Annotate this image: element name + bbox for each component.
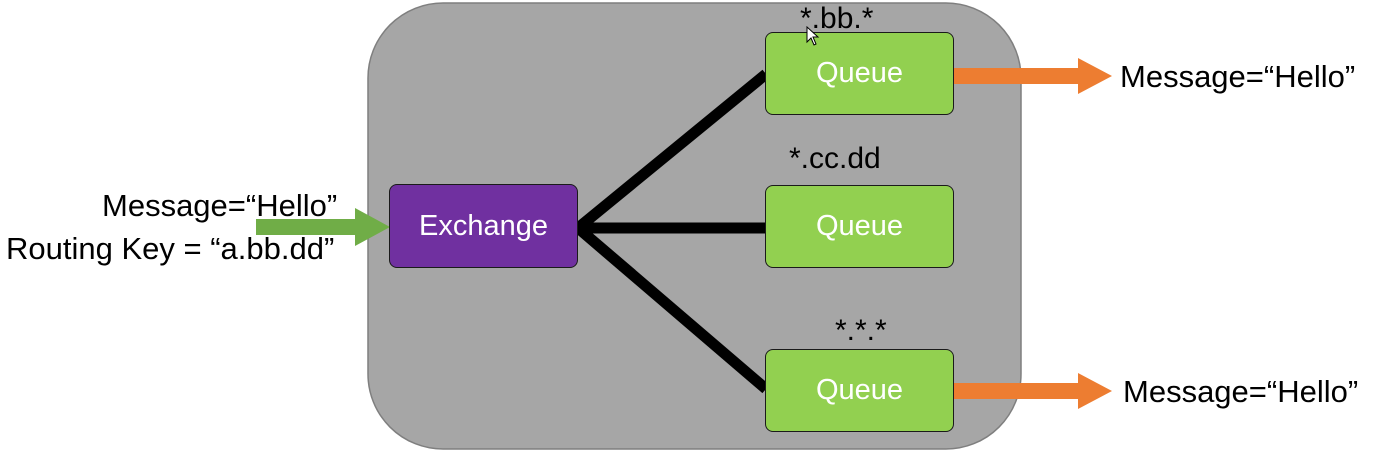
output-message-bottom: Message=“Hello” bbox=[1123, 374, 1359, 409]
output-message-top: Message=“Hello” bbox=[1120, 59, 1356, 94]
input-arrow bbox=[256, 208, 390, 246]
queue-box-bottom: Queue bbox=[765, 349, 954, 432]
exchange-label: Exchange bbox=[419, 209, 548, 242]
binding-lines bbox=[574, 69, 770, 394]
queue-label-top: Queue bbox=[815, 57, 904, 89]
queue-label-middle: Queue bbox=[815, 210, 904, 242]
exchange-box: Exchange bbox=[389, 184, 578, 268]
output-arrow-bottom bbox=[953, 373, 1112, 409]
input-message: Message=“Hello” bbox=[102, 188, 338, 223]
binding-key-top: *.bb.* bbox=[800, 2, 874, 35]
mouse-pointer-icon bbox=[806, 26, 820, 46]
binding-line-bottom bbox=[574, 223, 770, 394]
input-routing-key: Routing Key = “a.bb.dd” bbox=[6, 231, 335, 266]
queue-box-middle: Queue bbox=[765, 185, 954, 268]
queue-box-top: Queue bbox=[765, 32, 954, 115]
binding-key-bottom: *.*.* bbox=[835, 314, 887, 347]
binding-line-top bbox=[574, 69, 770, 233]
binding-key-middle: *.cc.dd bbox=[789, 142, 881, 175]
output-arrow-top bbox=[953, 58, 1112, 94]
queue-label-bottom: Queue bbox=[815, 374, 904, 406]
